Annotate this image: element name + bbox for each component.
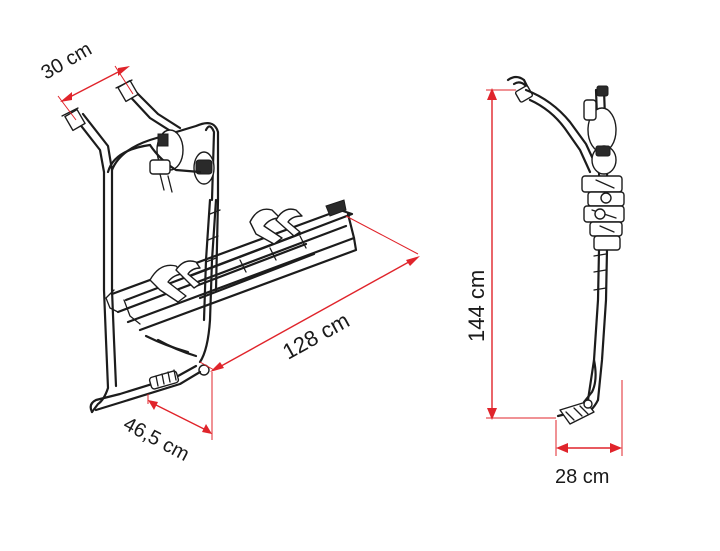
wheel-holders xyxy=(149,199,347,303)
carrier-side-view xyxy=(506,75,625,425)
dimension-label-top-width: 30 cm xyxy=(38,38,96,84)
left-frame-leg xyxy=(73,112,152,414)
dimension-label-depth: 46,5 cm xyxy=(120,413,193,466)
dimension-label-side-depth: 28 cm xyxy=(555,466,609,488)
dimension-label-height: 144 cm xyxy=(464,270,489,342)
frame-clamp xyxy=(148,129,215,193)
lower-frame-foot xyxy=(89,334,202,414)
top-frame xyxy=(61,79,220,292)
dimension-top-width: 30 cm xyxy=(38,38,134,121)
dimension-side-depth: 28 cm xyxy=(555,380,623,488)
dimension-height: 144 cm xyxy=(464,88,556,420)
carrier-perspective-view xyxy=(61,79,358,414)
bike-rails xyxy=(105,208,358,332)
dimension-label-rail-length: 128 cm xyxy=(278,308,353,365)
